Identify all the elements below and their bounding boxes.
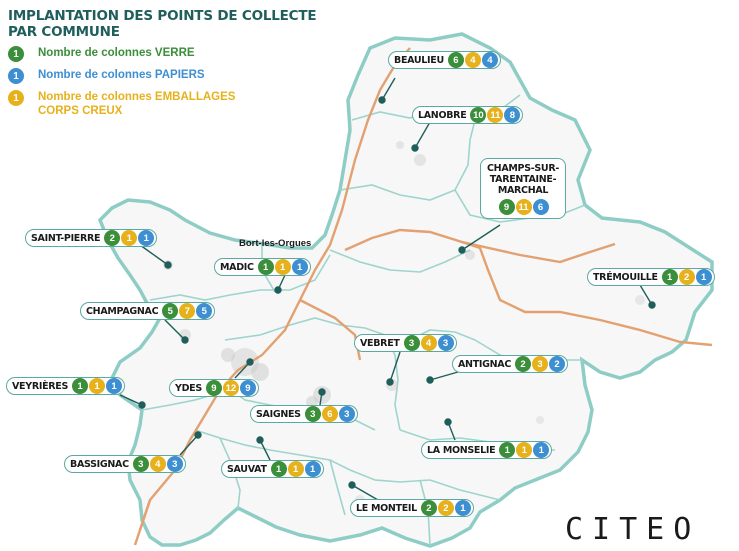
- badge-verre: 1: [257, 259, 274, 275]
- badge-emballages: 4: [149, 456, 166, 472]
- badge-verre: 2: [420, 500, 437, 516]
- badge-emballages: 6: [321, 406, 338, 422]
- citeo-logo-text: CITEO: [565, 512, 701, 547]
- badge-emballages: 1: [516, 442, 533, 458]
- badge-verre: 5: [162, 303, 179, 319]
- badge-papiers: 1: [454, 500, 471, 516]
- badge-verre: 10: [470, 107, 487, 123]
- badge-emballages: 11: [487, 107, 504, 123]
- badge-papiers: 8: [504, 107, 521, 123]
- badge-emballages: 11: [515, 199, 532, 215]
- badge-papiers: 3: [338, 406, 355, 422]
- badge-papiers: 1: [138, 230, 155, 246]
- badge-papiers: 1: [695, 269, 712, 285]
- badge-papiers: 2: [549, 356, 565, 372]
- commune-name: MADIC: [220, 261, 254, 273]
- commune-name: LE MONTEIL: [356, 502, 417, 514]
- commune-name: ANTIGNAC: [458, 358, 511, 370]
- legend-badge-papiers: 1: [8, 68, 24, 84]
- badge-papiers: 3: [437, 335, 454, 351]
- badge-papiers: 5: [196, 303, 213, 319]
- commune-name: SAIGNES: [256, 408, 301, 420]
- badge-verre: 3: [132, 456, 149, 472]
- badge-verre: 3: [403, 335, 420, 351]
- commune-name: SAUVAT: [227, 463, 267, 475]
- badge-papiers: 6: [532, 199, 549, 215]
- legend-label-emballages: Nombre de colonnes EMBALLAGES CORPS CREU…: [38, 91, 236, 117]
- commune-name: SAINT-PIERRE: [31, 232, 101, 244]
- commune-name: BASSIGNAC: [70, 458, 129, 470]
- badge-papiers: 3: [166, 456, 183, 472]
- commune-name: YDES: [175, 382, 202, 394]
- commune-name: CHAMPAGNAC: [86, 305, 159, 317]
- badge-verre: 3: [304, 406, 321, 422]
- badge-papiers: 1: [106, 378, 123, 394]
- badge-emballages: 4: [420, 335, 437, 351]
- badge-emballages: 7: [179, 303, 196, 319]
- badge-emballages: 1: [121, 230, 138, 246]
- badge-verre: 6: [447, 52, 464, 68]
- legend-title-line2: PAR COMMUNE: [8, 24, 120, 40]
- map-legend: IMPLANTATION DES POINTS DE COLLECTE PAR …: [8, 8, 317, 118]
- legend-item-papiers: 1 Nombre de colonnes PAPIERS: [8, 68, 316, 84]
- badge-papiers: 1: [533, 442, 550, 458]
- badge-papiers: 4: [481, 52, 498, 68]
- commune-name: TRÉMOUILLE: [593, 271, 658, 283]
- badge-emballages: 1: [287, 461, 304, 477]
- badge-verre: 1: [72, 378, 89, 394]
- location-pointers: [119, 77, 656, 501]
- badge-verre: 9: [498, 199, 515, 215]
- badge-emballages: 4: [464, 52, 481, 68]
- badge-emballages: 3: [532, 356, 548, 372]
- legend-badge-emballages: 1: [8, 90, 24, 106]
- town-label-bort-les-orgues: Bort-les-Orgues: [239, 238, 312, 249]
- badge-emballages: 1: [274, 259, 291, 275]
- badge-papiers: 9: [239, 380, 256, 396]
- badge-verre: 9: [205, 380, 222, 396]
- legend-badge-verre: 1: [8, 46, 24, 62]
- badge-emballages: 12: [222, 380, 239, 396]
- badge-verre: 1: [499, 442, 516, 458]
- badge-emballages: 1: [89, 378, 106, 394]
- commune-name: LA MONSELIE: [427, 444, 496, 456]
- legend-item-emballages: 1 Nombre de colonnes EMBALLAGES CORPS CR…: [8, 90, 316, 118]
- badge-papiers: 1: [291, 259, 308, 275]
- commune-name: CHAMPS-SUR- TARENTAINE- MARCHAL: [487, 163, 559, 196]
- legend-label-papiers: Nombre de colonnes PAPIERS: [38, 69, 205, 81]
- badge-verre: 1: [661, 269, 678, 285]
- commune-name: VEBRET: [360, 337, 400, 349]
- legend-title-line1: IMPLANTATION DES POINTS DE COLLECTE: [8, 8, 317, 24]
- legend-label-verre: Nombre de colonnes VERRE: [38, 47, 195, 59]
- commune-name: BEAULIEU: [394, 54, 444, 66]
- commune-name: VEYRIÈRES: [12, 380, 69, 392]
- commune-name: LANOBRE: [418, 109, 467, 121]
- badge-verre: 2: [515, 356, 531, 372]
- badge-verre: 2: [104, 230, 121, 246]
- badge-emballages: 2: [678, 269, 695, 285]
- legend-item-verre: 1 Nombre de colonnes VERRE: [8, 46, 316, 62]
- badge-emballages: 2: [437, 500, 454, 516]
- badge-papiers: 1: [304, 461, 321, 477]
- citeo-logo: CITEO: [565, 515, 700, 545]
- badge-verre: 1: [270, 461, 287, 477]
